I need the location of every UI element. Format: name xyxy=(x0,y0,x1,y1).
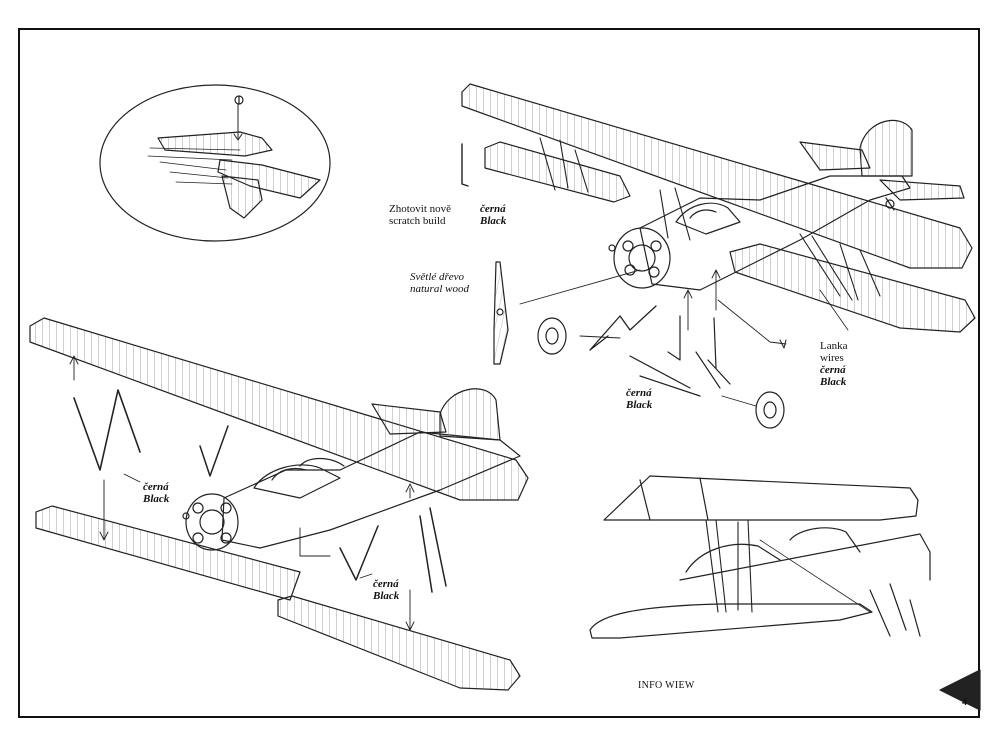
label-scratch-cz: Zhotovit nově xyxy=(389,203,452,215)
label-black-top: černá Black xyxy=(480,203,506,227)
label-black-cz: černá xyxy=(626,387,652,399)
label-wood-en: natural wood xyxy=(410,283,469,295)
label-scratch-build: Zhotovit nově scratch build xyxy=(389,203,451,227)
label-black-cz: černá xyxy=(143,481,169,493)
propeller-part xyxy=(493,261,509,365)
label-natural-wood: Světlé dřevo natural wood xyxy=(410,271,469,295)
label-black-cz: černá xyxy=(480,203,506,215)
page-number: 4 xyxy=(962,697,967,708)
label-black-en: Black xyxy=(626,399,653,411)
label-black-struts: černá Black xyxy=(143,481,169,505)
biplane-exploded-bottom xyxy=(29,317,529,691)
lower-wing-left xyxy=(484,141,631,203)
label-black-gear: černá Black xyxy=(626,387,652,411)
label-black-en: Black xyxy=(373,590,400,602)
info-view-caption: INFO WIEW xyxy=(638,680,695,691)
label-black-en: Black xyxy=(480,215,507,227)
label-wood-cz: Světlé dřevo xyxy=(410,271,465,283)
upper-wing-lower-view xyxy=(29,317,529,501)
tail-detail-inset xyxy=(99,84,331,242)
wheel-right xyxy=(755,391,785,429)
label-black-en: Black xyxy=(143,493,170,505)
label-wires-en: wires xyxy=(820,352,844,364)
label-wires-black-cz: černá xyxy=(820,364,846,376)
label-wires: Lanka wires černá Black xyxy=(820,340,847,388)
label-scratch-en: scratch build xyxy=(389,215,446,227)
lower-wing-lower-view xyxy=(35,505,301,601)
upper-wing-top xyxy=(461,83,973,269)
lower-wing-right xyxy=(729,243,976,333)
drawing-frame xyxy=(18,28,980,718)
wheel-left xyxy=(537,317,567,355)
tail-detail-fin xyxy=(147,131,321,219)
label-black-cabane: černá Black xyxy=(373,578,399,602)
biplane-exploded-top xyxy=(461,83,976,429)
label-black-cz: černá xyxy=(373,578,399,590)
label-wires-cz: Lanka xyxy=(820,340,848,352)
label-wires-black-en: Black xyxy=(820,376,847,388)
info-view-sketch xyxy=(589,475,981,711)
